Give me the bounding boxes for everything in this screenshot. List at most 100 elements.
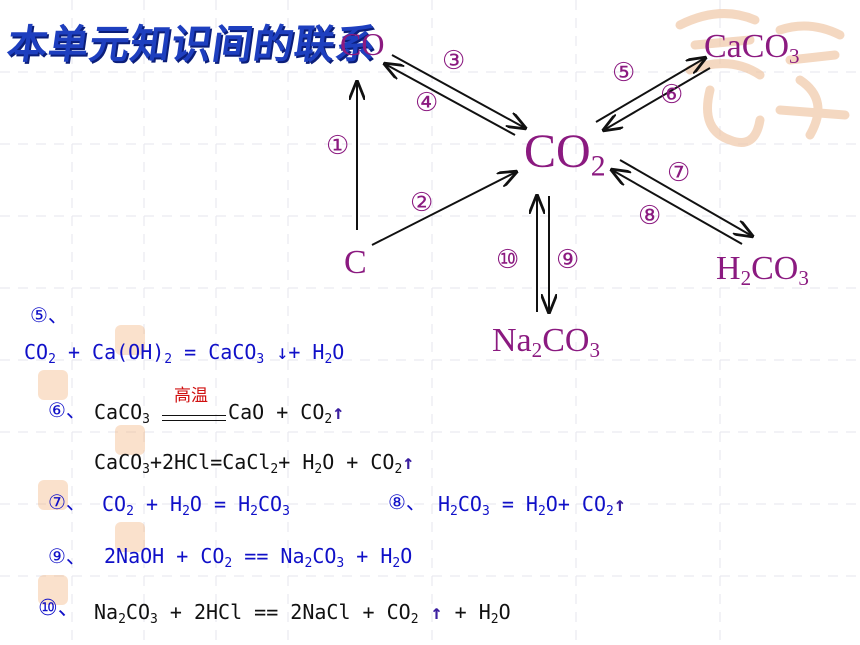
eq-sub: 2 <box>490 612 499 627</box>
equation-10-label: ⑩、 <box>38 596 80 621</box>
eq-part: O <box>400 544 413 568</box>
gas-arrow-icon: ↑ <box>402 450 415 474</box>
node-caco3-sub: 3 <box>789 43 800 68</box>
arrow-caco3-to-co2 <box>604 67 711 130</box>
eq-sub: 2 <box>164 352 173 367</box>
eq-part: CO <box>24 340 49 364</box>
equation-6: CaCO3 高温 CaO + CO2↑ <box>94 388 345 427</box>
equation-6-label: ⑥、 <box>48 398 86 422</box>
node-h2co3: H2CO3 <box>716 252 809 289</box>
eq-sub: 2 <box>250 504 258 519</box>
reaction-number-2: ② <box>410 188 434 218</box>
node-na2co3-co: CO <box>542 322 590 359</box>
node-na2co3-sub1: 2 <box>531 337 543 362</box>
node-caco3-base: CaCO <box>704 28 789 65</box>
eq-sub: 3 <box>142 412 150 427</box>
seal-icon <box>115 425 145 455</box>
seal-icon <box>38 575 68 605</box>
eq-part: CO <box>312 544 337 568</box>
node-co2-base: CO <box>524 125 591 178</box>
equation-6b: CaCO3+2HCl=CaCl2+ H2O + CO2↑ <box>94 452 414 476</box>
seal-icon <box>115 325 145 355</box>
eq-sub: 2 <box>394 462 403 477</box>
equation-8: H2CO3 = H2O+ CO2↑ <box>438 494 626 518</box>
arrow-co2-to-caco3 <box>595 58 705 123</box>
eq-part: +2HCl=CaCl <box>150 450 271 474</box>
arrow-h2co3-to-co2 <box>612 170 743 245</box>
reaction-number-8: ⑧ <box>638 201 662 231</box>
node-c-text: C <box>344 244 367 281</box>
eq-part: CO <box>102 492 127 516</box>
equation-7-label: ⑦、 <box>48 490 86 514</box>
eq-part: CO <box>457 492 482 516</box>
eq-sub: 2 <box>270 462 279 477</box>
eq-part: O <box>332 340 345 364</box>
seal-icon <box>38 370 68 400</box>
eq-sub: 2 <box>48 352 56 367</box>
eq-sub: 2 <box>126 504 134 519</box>
node-h2co3-sub2: 3 <box>798 265 809 290</box>
eq-part: O <box>498 600 511 624</box>
eq-sub: 2 <box>450 504 458 519</box>
reaction-number-10: ⑩ <box>496 245 520 275</box>
node-h2co3-co: CO <box>751 250 799 287</box>
reaction-condition: 高温 <box>162 388 228 422</box>
eq-part: + H <box>133 492 183 516</box>
reaction-number-6: ⑥ <box>660 80 684 110</box>
node-co-text: CO <box>340 26 385 62</box>
reaction-number-7: ⑦ <box>667 158 691 188</box>
eq-part: H <box>438 492 451 516</box>
eq-part: CO <box>125 600 151 624</box>
eq-sub: 2 <box>304 556 313 571</box>
eq-part: O = H <box>189 492 251 516</box>
equation-5-label: ⑤、 <box>30 303 68 327</box>
eq-part: = CaCO <box>172 340 257 364</box>
node-co2-sub: 2 <box>590 149 606 183</box>
node-na2co3: Na2CO3 <box>492 324 600 361</box>
seal-icon <box>115 522 145 552</box>
gas-arrow-icon: ↑ <box>613 492 626 516</box>
eq-sub: 2 <box>314 462 323 477</box>
node-caco3: CaCO3 <box>704 30 800 67</box>
eq-part: + H <box>278 450 315 474</box>
node-h2co3-h: H <box>716 250 741 287</box>
eq-part: CaCO <box>94 400 143 424</box>
reaction-number-4: ④ <box>415 88 439 118</box>
condition-equals-bar <box>162 415 227 421</box>
eq-part: O+ CO <box>545 492 607 516</box>
node-c: C <box>344 246 367 280</box>
arrow-co-to-co2 <box>391 54 525 128</box>
eq-sub: 2 <box>182 504 190 519</box>
equation-8-label: ⑧、 <box>388 490 426 514</box>
reaction-number-1: ① <box>326 131 350 161</box>
eq-sub: 3 <box>481 504 490 519</box>
node-co2: CO2 <box>524 128 606 181</box>
eq-part: CaCO <box>94 450 143 474</box>
gas-arrow-icon: ↑ <box>332 400 345 424</box>
eq-part: + H <box>344 544 393 568</box>
reaction-number-9: ⑨ <box>556 245 580 275</box>
equation-7: CO2 + H2O = H2CO3 <box>102 494 290 518</box>
eq-sub: 3 <box>282 504 290 519</box>
eq-sub: 3 <box>256 352 265 367</box>
node-na2co3-na: Na <box>492 322 532 359</box>
eq-sub: 3 <box>150 612 158 627</box>
arrow-co2-to-h2co3 <box>619 159 752 236</box>
equation-9: 2NaOH + CO2 == Na2CO3 + H2O <box>104 546 412 570</box>
eq-sub: 2 <box>324 412 333 427</box>
equation-5: CO2 + Ca(OH)2 = CaCO3 ↓+ H2O <box>24 342 344 366</box>
arrow-co2-to-co <box>385 64 516 136</box>
equation-10: Na2CO3 + 2HCl == 2NaCl + CO2↑ + H2O <box>94 602 511 626</box>
eq-part: + 2HCl == 2NaCl + CO <box>157 600 411 624</box>
eq-sub: 2 <box>392 556 401 571</box>
eq-sub: 3 <box>336 556 345 571</box>
eq-part: + Ca(OH) <box>55 340 165 364</box>
eq-sub: 2 <box>606 504 614 519</box>
eq-sub: 2 <box>224 556 233 571</box>
equation-9-label: ⑨、 <box>48 544 86 568</box>
eq-part: == Na <box>232 544 305 568</box>
node-na2co3-sub2: 3 <box>589 337 600 362</box>
eq-sub: 2 <box>118 612 126 627</box>
eq-sub: 2 <box>324 352 333 367</box>
